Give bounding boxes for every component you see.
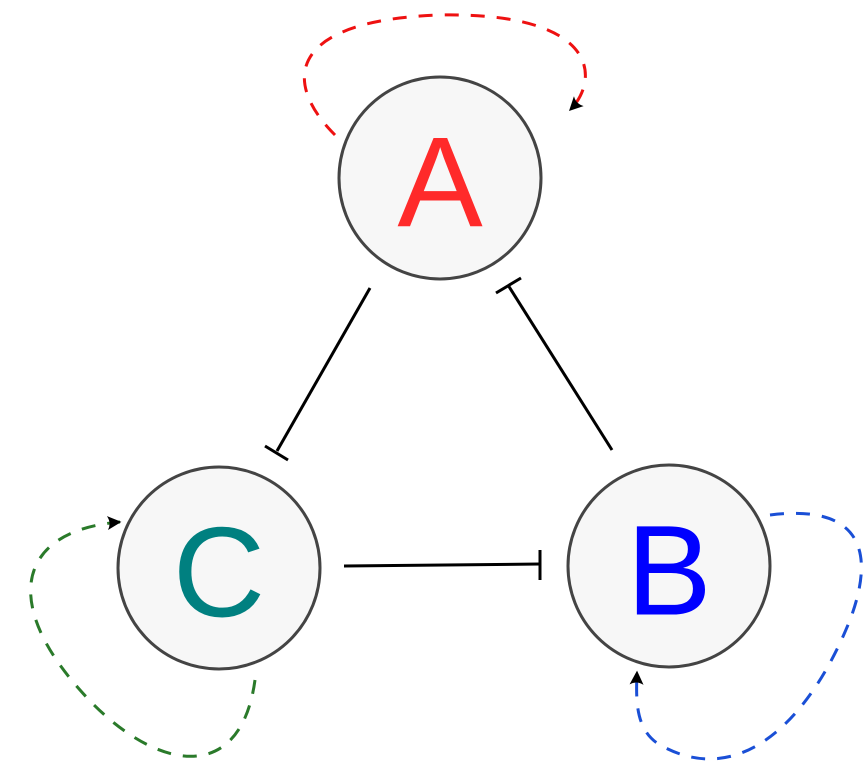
self-loop-a [302,13,587,137]
node-c-label: C [173,502,265,645]
node-a-label: A [397,112,483,255]
node-a[interactable]: A [337,75,543,281]
edge-a-inhibits-c [264,287,372,462]
edge-c-inhibits-b [343,550,542,580]
edge-b-inhibits-a [495,276,614,451]
node-b-label: B [626,500,711,643]
self-loop-b [629,511,863,761]
node-c[interactable]: C [116,465,322,671]
node-b[interactable]: B [566,463,772,669]
self-loop-c [29,516,257,758]
